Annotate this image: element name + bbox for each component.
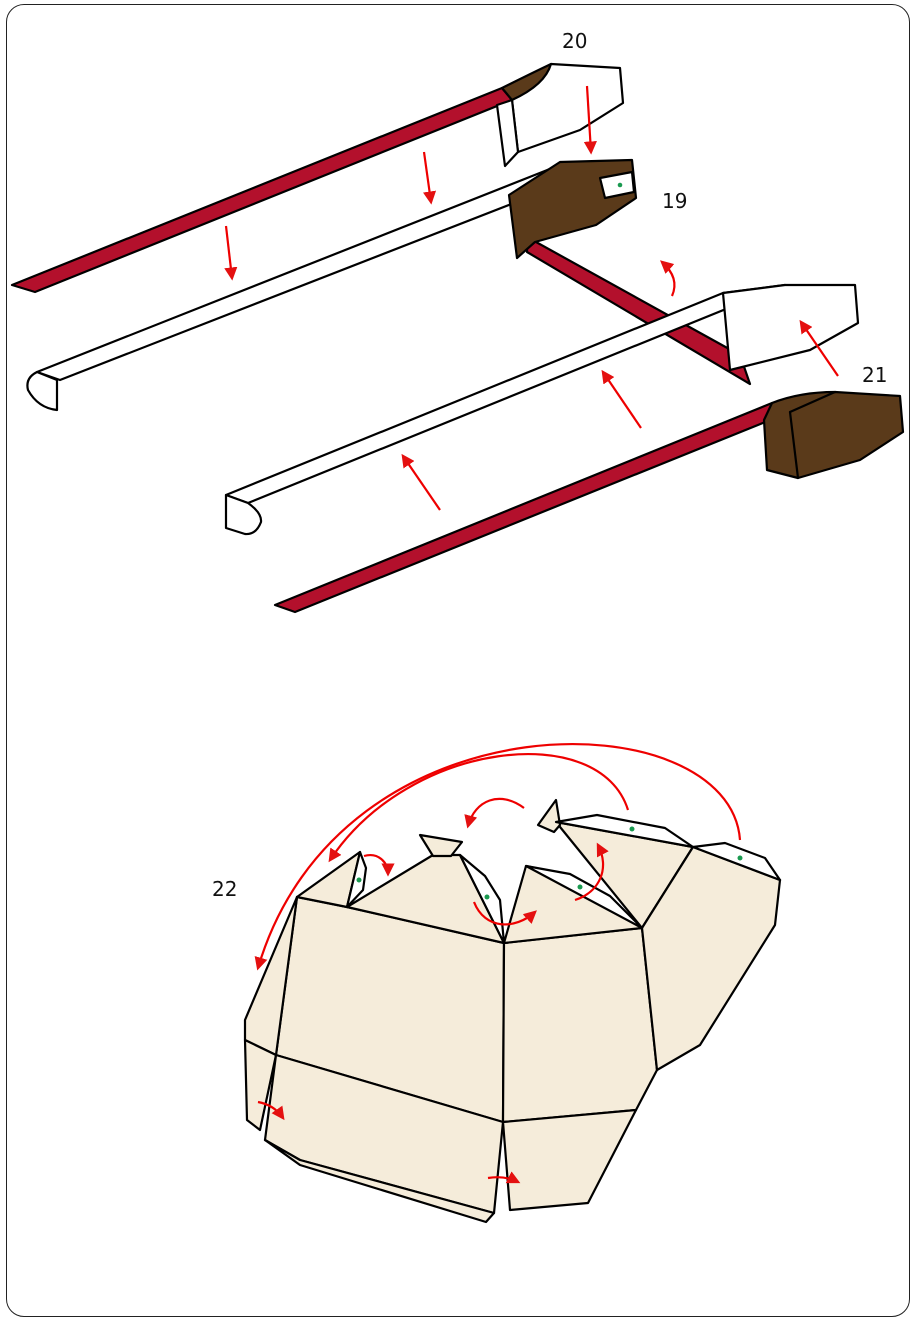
glue-dot: [356, 877, 362, 883]
part-19-end: [507, 158, 752, 386]
step-label-20: 20: [562, 29, 587, 53]
arrow-big-arc-outer: [254, 743, 742, 971]
arrow-up-2: [601, 369, 642, 429]
page-frame: [6, 4, 910, 1317]
glue-dot: [737, 855, 743, 861]
arrow-curl-right: [574, 842, 609, 902]
arrow-small-bottom-left: [257, 1100, 285, 1121]
arrow-down-2: [422, 151, 437, 205]
glue-dot: [484, 894, 490, 900]
part-20-cap: [495, 62, 625, 168]
glue-dot: [577, 884, 583, 890]
arrow-down-1: [224, 225, 238, 281]
step-label-21: 21: [862, 363, 887, 387]
arrow-curve-19: [660, 260, 676, 297]
glue-dot: [629, 826, 635, 832]
arrow-up-3: [401, 453, 441, 511]
arrow-down-3: [583, 85, 597, 155]
arrow-up-1: [799, 319, 839, 377]
arrow-curl-top: [464, 797, 525, 829]
arrow-big-arc-inner: [328, 753, 630, 863]
glue-dot: [617, 182, 623, 188]
arrow-curl-middle: [472, 901, 537, 926]
upper-white-bar: [26, 161, 580, 412]
part-22-box: [243, 798, 782, 1224]
step-label-22: 22: [212, 877, 237, 901]
step-label-19: 19: [662, 189, 687, 213]
lower-crimson-strip: [273, 390, 905, 614]
upper-crimson-strip: [10, 86, 514, 294]
part-21-cap: [224, 283, 860, 536]
arrow-small-bottom-right: [487, 1171, 521, 1184]
arrow-curl-left-tab: [363, 854, 395, 877]
bottom-arrows: [254, 743, 742, 1184]
top-arrows: [224, 85, 839, 511]
